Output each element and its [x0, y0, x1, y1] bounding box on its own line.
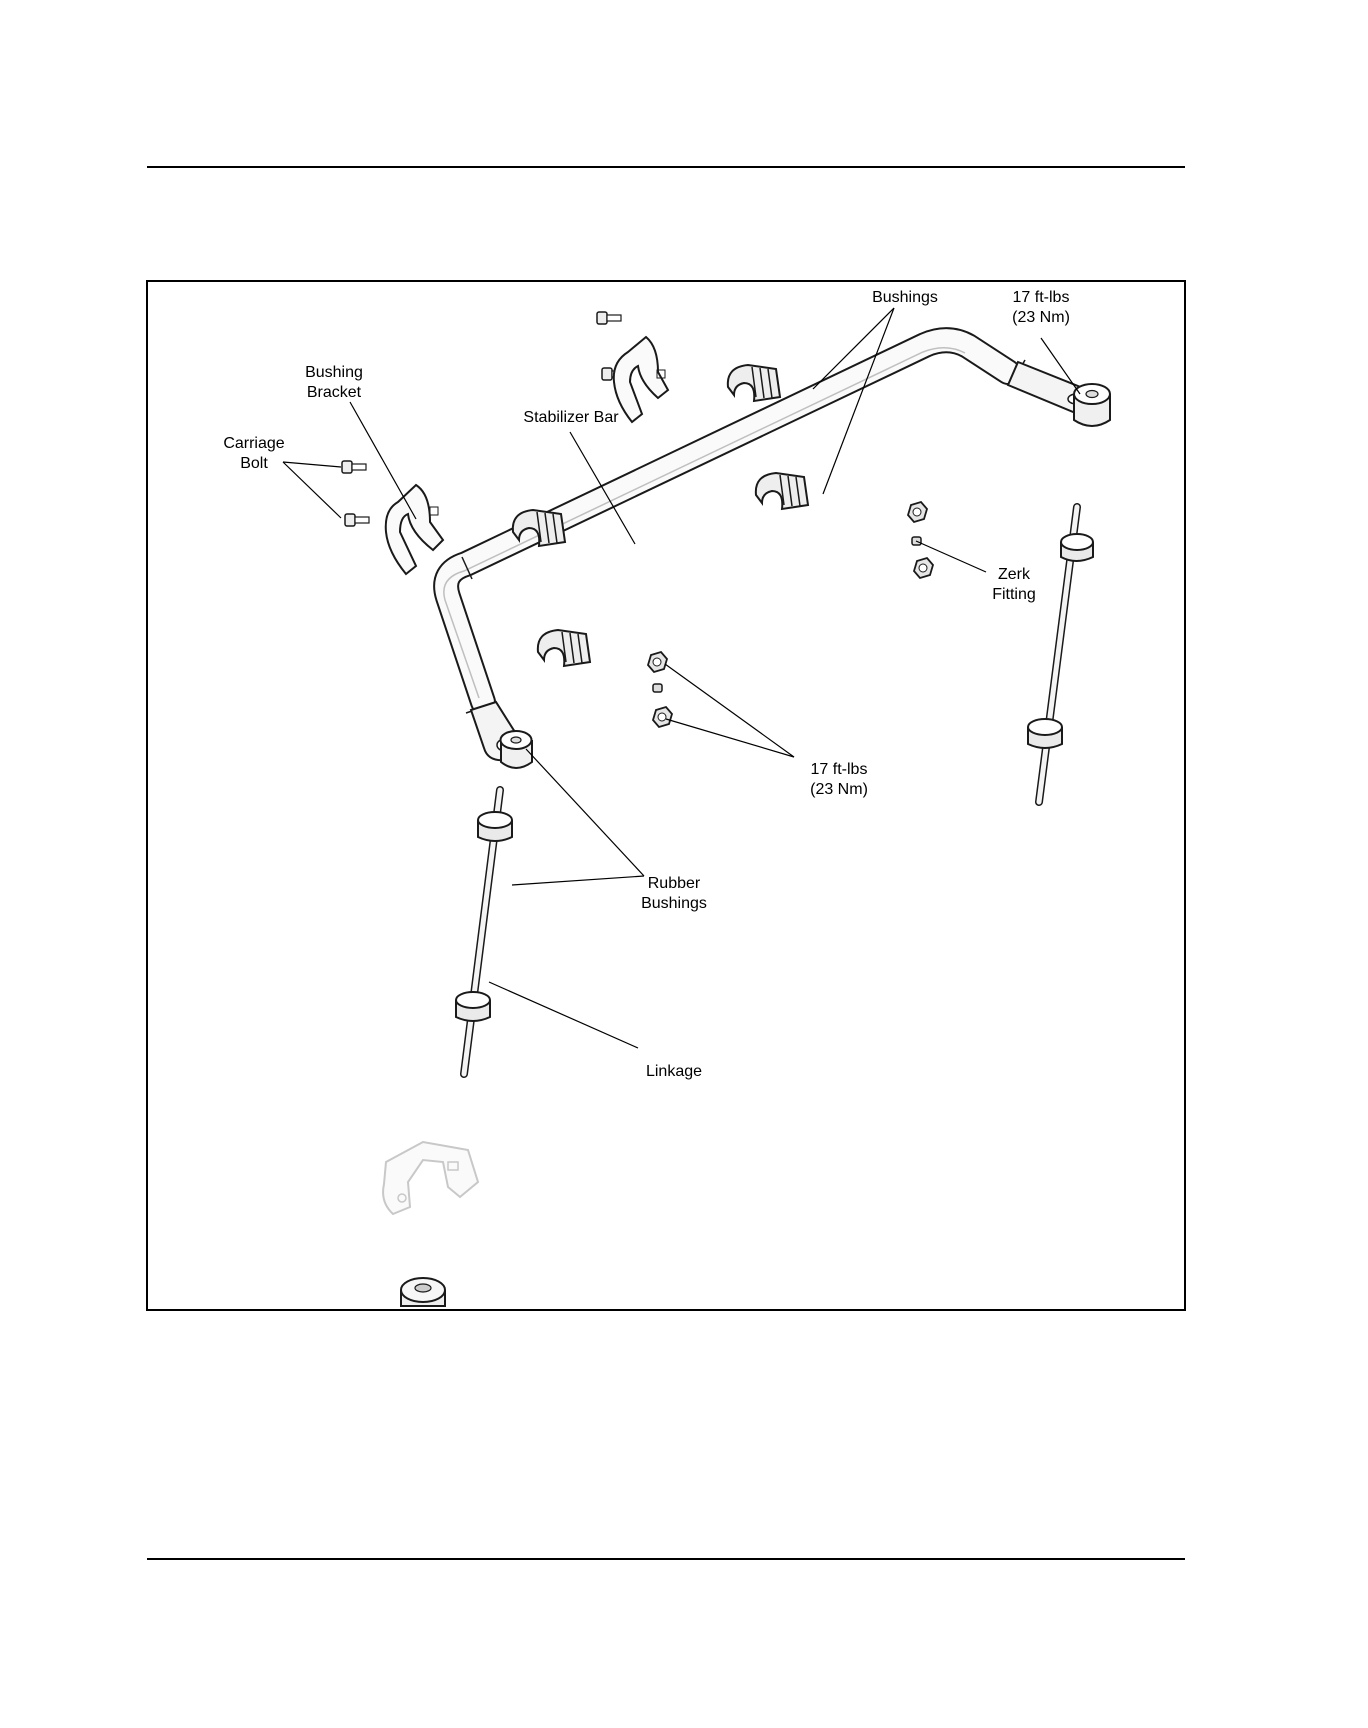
label-carriage-bolt: Carriage Bolt — [214, 434, 294, 474]
bushing-bracket-left — [386, 485, 443, 574]
carriage-bolt-lower — [345, 514, 369, 526]
linkage-right — [1028, 507, 1093, 802]
bushing-2 — [756, 473, 808, 509]
label-rubber-bushings: Rubber Bushings — [626, 874, 722, 914]
header-rule — [147, 166, 1185, 168]
bushing-bottom — [401, 1278, 445, 1306]
bolt-top — [597, 312, 621, 324]
bushing-1 — [728, 365, 780, 401]
label-torque-middle: 17 ft-lbs (23 Nm) — [784, 760, 894, 800]
zerk-fitting-middle — [653, 684, 662, 692]
label-stabilizer-bar: Stabilizer Bar — [506, 408, 636, 428]
carriage-bolt-upper — [342, 461, 366, 473]
label-bushing-bracket: Bushing Bracket — [288, 363, 380, 403]
label-zerk-fitting: Zerk Fitting — [976, 565, 1052, 605]
nut-right-upper — [908, 502, 927, 522]
figure-frame: Bushing Bracket Carriage Bolt Stabilizer… — [146, 280, 1186, 1311]
footer-rule — [147, 1558, 1185, 1560]
linkage-left — [456, 790, 512, 1074]
label-bushings: Bushings — [860, 288, 950, 308]
leader-lines — [283, 308, 1080, 1048]
rubber-bushing-top-right — [1074, 384, 1110, 426]
nut-middle-lower — [653, 707, 672, 727]
mounting-bracket-faded — [383, 1142, 478, 1214]
exploded-diagram — [148, 282, 1184, 1309]
nut-right-lower — [914, 558, 933, 578]
label-linkage: Linkage — [626, 1062, 722, 1082]
nut-middle-upper — [648, 652, 667, 672]
bushing-4 — [538, 630, 590, 666]
label-torque-top: 17 ft-lbs (23 Nm) — [986, 288, 1096, 328]
